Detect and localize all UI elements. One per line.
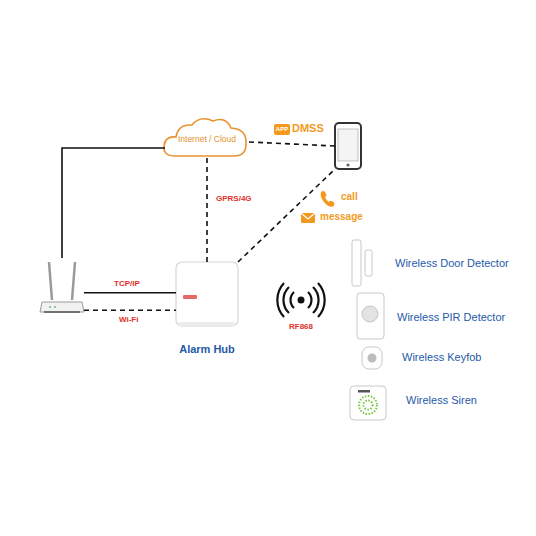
node-text: DMSS: [292, 122, 332, 135]
rf-dot: [298, 297, 305, 304]
phone-body: [335, 123, 361, 169]
node-text: RF868: [278, 322, 324, 332]
node-text: Wireless Siren: [406, 394, 536, 407]
router-led: [49, 306, 51, 308]
keyfob-button: [368, 354, 377, 363]
device-node: Wireless Siren: [350, 385, 386, 421]
door-magnet: [365, 250, 372, 276]
rf-waves: [277, 283, 324, 317]
cloud-node: Internet / Cloud: [165, 118, 249, 158]
node-text: Wireless Keyfob: [402, 351, 532, 364]
device-node: Wireless PIR Detector: [355, 292, 385, 340]
router-body: [40, 302, 84, 312]
phone-button: [346, 163, 349, 166]
router-antenna: [72, 262, 75, 300]
router-antenna: [49, 262, 52, 300]
siren-grill: [364, 401, 373, 410]
pir-lens: [362, 306, 378, 322]
router-led: [54, 306, 56, 308]
connector: [249, 142, 335, 146]
annotation-label: call: [341, 191, 358, 203]
connector: [84, 292, 176, 293]
rf-node: RF868: [278, 283, 324, 319]
siren-grill: [359, 396, 377, 414]
pir-body: [357, 293, 384, 339]
annotation-label: message: [320, 211, 363, 223]
connector: [207, 158, 208, 262]
node-text: Alarm Hub: [167, 343, 247, 356]
router-base: [44, 311, 80, 313]
connector: [62, 148, 165, 258]
phone-screen: [338, 129, 358, 161]
edge-label: Wi-Fi: [119, 315, 138, 325]
node-text: Wireless PIR Detector: [397, 311, 536, 324]
hub-logo: [183, 295, 197, 299]
device-node: Wireless Keyfob: [362, 346, 382, 370]
connector: [84, 310, 176, 311]
node-text: Wireless Door Detector: [395, 257, 535, 270]
keyfob-body: [362, 347, 382, 369]
siren-logo: [358, 390, 370, 393]
hub-body: [176, 262, 238, 326]
edge-label: GPRS/4G: [216, 194, 252, 204]
phone-node: APPDMSS: [335, 123, 361, 169]
door-sensor: [352, 240, 361, 286]
siren-body: [350, 386, 386, 420]
device-node: Wireless Door Detector: [352, 240, 376, 286]
message-flap: [301, 213, 315, 219]
node-text: Internet / Cloud: [165, 134, 249, 144]
hub-shadow: [178, 322, 236, 326]
alarm-hub: Alarm Hub: [176, 262, 238, 326]
edge-label: TCP/IP: [114, 279, 140, 289]
message-icon: [301, 213, 315, 223]
router-node: [40, 258, 84, 318]
node-text: APP: [274, 124, 290, 135]
call-icon: [321, 191, 335, 207]
